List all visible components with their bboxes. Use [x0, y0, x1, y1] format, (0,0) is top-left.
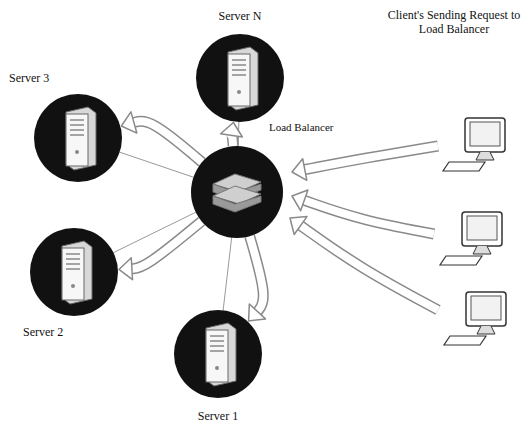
load-balancer-node: Load Balancer [191, 146, 283, 238]
server-node: Server 3 [34, 94, 122, 182]
device-label: Load Balancer [268, 121, 334, 134]
client-computer [292, 190, 502, 265]
server-icon [228, 47, 258, 110]
node-outline [191, 146, 283, 238]
request-arrow [292, 146, 438, 180]
server-node: Server 2 [30, 228, 118, 316]
request-arrow [249, 236, 266, 321]
request-arrow [290, 217, 438, 310]
node-outline [196, 34, 284, 122]
server-icon [62, 241, 92, 304]
caption-label: Client's Sending Request to Load Balance… [380, 8, 528, 37]
server-label: Server 3 [8, 72, 50, 86]
client-group [290, 118, 506, 345]
request-arrow [121, 112, 202, 162]
server-node: Server 1 [174, 310, 262, 398]
server-label: Server N [218, 10, 263, 24]
server-label: Server 2 [22, 326, 64, 340]
server-node: Server N [196, 34, 284, 122]
request-arrow [221, 123, 243, 147]
client-computer [290, 217, 506, 345]
load-balancer-icon [213, 174, 261, 212]
server-icon [206, 323, 236, 386]
node-outline [30, 228, 118, 316]
server-label: Server 1 [197, 410, 239, 424]
request-arrow [119, 221, 202, 279]
node-outline [34, 94, 122, 182]
node-outline [174, 310, 262, 398]
request-arrow [292, 190, 434, 234]
server-icon [66, 107, 96, 170]
